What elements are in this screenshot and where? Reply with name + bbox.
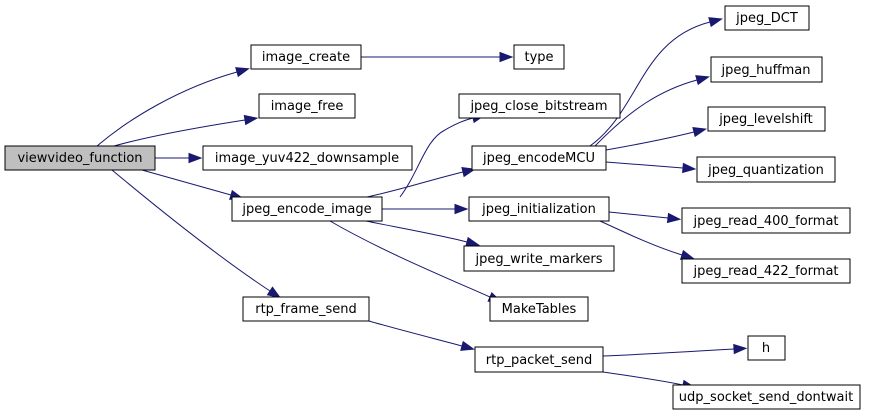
edge-rtp_packet_send-to-h [602,343,748,357]
arrowhead-icon [499,51,514,63]
node-image-yuv422-downsample[interactable]: image_yuv422_downsample [202,145,413,171]
node-label: viewvideo_function [17,151,142,166]
arrowhead-icon [666,212,682,224]
node-label: type [524,50,553,65]
node-h[interactable]: h [747,335,786,361]
node-label: image_free [271,99,344,114]
edge-jpeg_initialization-to-jpeg_read_400_format [608,211,682,224]
node-viewvideo-function[interactable]: viewvideo_function [4,145,156,171]
arrowhead-icon [708,17,724,28]
edge-viewvideo_function-to-image_yuv422_downsample [155,152,203,164]
node-label: jpeg_read_422_format [692,264,838,279]
arrowhead-icon [679,249,695,260]
arrowhead-icon [461,167,477,178]
node-rtp-frame-send[interactable]: rtp_frame_send [242,296,370,322]
node-label: rtp_packet_send [486,353,592,368]
node-jpeg-encode-image[interactable]: jpeg_encode_image [231,196,383,222]
arrowhead-icon [454,203,469,215]
node-label: jpeg_DCT [735,11,798,26]
node-udp-socket-send-dontwait[interactable]: udp_socket_send_dontwait [672,384,861,410]
node-jpeg-read-422-format[interactable]: jpeg_read_422_format [681,258,851,284]
node-jpeg-dct[interactable]: jpeg_DCT [724,5,810,31]
edge-image_create-to-type [361,51,514,63]
edge-viewvideo_function-to-image_create [96,67,250,147]
node-maketables[interactable]: MakeTables [489,296,589,322]
arrowhead-icon [695,75,710,86]
edge-jpeg_encode_image-to-jpeg_initialization [382,203,469,215]
node-label: udp_socket_send_dontwait [679,390,853,405]
arrowhead-icon [188,152,203,164]
node-label: image_yuv422_downsample [215,151,399,166]
edge-jpeg_encodeMCU-to-jpeg_levelshift [605,127,708,151]
edge-viewvideo_function-to-jpeg_encode_image [141,169,244,200]
node-jpeg-write-markers[interactable]: jpeg_write_markers [463,245,615,272]
arrowhead-icon [235,67,250,78]
node-type[interactable]: type [513,44,565,70]
node-label: MakeTables [502,302,577,317]
node-image-free[interactable]: image_free [258,93,356,119]
node-label: jpeg_read_400_format [692,214,838,229]
node-jpeg-encodemcu[interactable]: jpeg_encodeMCU [471,145,607,171]
edge-viewvideo_function-to-image_free [113,114,259,147]
call-edges [96,17,748,390]
node-jpeg-quantization[interactable]: jpeg_quantization [696,156,836,183]
node-label: jpeg_huffman [721,63,811,78]
node-rtp-packet-send[interactable]: rtp_packet_send [474,346,604,373]
node-label: jpeg_close_bitstream [469,99,607,114]
node-label: jpeg_encode_image [241,202,371,217]
node-jpeg-levelshift[interactable]: jpeg_levelshift [707,106,826,132]
node-jpeg-huffman[interactable]: jpeg_huffman [710,56,823,83]
arrowhead-icon [465,236,480,247]
edge-jpeg_encodeMCU-to-jpeg_DCT [589,17,724,147]
arrowhead-icon [733,343,748,355]
node-jpeg-read-400-format[interactable]: jpeg_read_400_format [681,207,851,234]
edge-jpeg_encodeMCU-to-jpeg_huffman [594,75,710,147]
node-jpeg-close-bitstream[interactable]: jpeg_close_bitstream [458,93,621,119]
edge-jpeg_encodeMCU-to-jpeg_quantization [605,161,697,174]
call-nodes: viewvideo_function image_create image_fr… [4,5,861,410]
edge-jpeg_encode_image-to-jpeg_write_markers [365,220,480,247]
node-label: jpeg_encodeMCU [482,151,595,166]
arrowhead-icon [682,162,697,174]
edge-rtp_frame_send-to-rtp_packet_send [368,320,475,351]
edge-jpeg_encode_image-to-jpeg_encodeMCU [366,167,477,198]
arrowhead-icon [266,286,282,299]
node-label: jpeg_initialization [481,202,596,217]
arrowhead-icon [243,114,259,126]
node-image-create[interactable]: image_create [250,44,362,70]
edge-viewvideo_function-to-rtp_frame_send [111,169,282,299]
node-label: h [762,341,770,356]
node-label: jpeg_levelshift [718,112,813,127]
node-label: image_create [262,50,350,65]
node-label: jpeg_write_markers [475,252,603,267]
node-label: rtp_frame_send [255,302,357,317]
arrowhead-icon [460,340,475,351]
arrowhead-icon [692,127,708,138]
node-label: jpeg_quantization [707,163,824,178]
node-jpeg-initialization[interactable]: jpeg_initialization [468,196,610,222]
